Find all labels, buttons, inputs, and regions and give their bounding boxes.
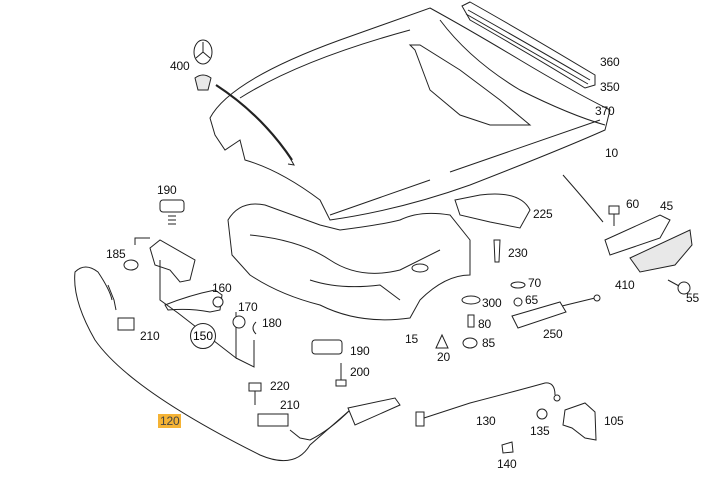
hinge-arrow (562, 174, 604, 223)
ball-stud-part[interactable] (513, 297, 523, 307)
cable-130-part[interactable] (415, 382, 561, 427)
part-label-200[interactable]: 200 (350, 365, 370, 379)
part-label-15[interactable]: 15 (405, 332, 418, 346)
hood-buffer-top-part[interactable] (159, 199, 185, 225)
part-label-130[interactable]: 130 (476, 414, 496, 428)
lock-210-lower-part[interactable] (257, 413, 289, 427)
o-ring-part[interactable] (461, 295, 481, 305)
part-label-135[interactable]: 135 (530, 424, 550, 438)
insulation-bracket-part[interactable] (454, 193, 531, 229)
washer-part[interactable] (510, 281, 526, 289)
insulation-mat-part[interactable] (227, 203, 471, 321)
part-label-120-highlighted[interactable]: 120 (158, 414, 182, 428)
emblem-arrow (215, 84, 293, 161)
clip-230-part[interactable] (493, 239, 501, 263)
spring-part[interactable] (232, 315, 246, 329)
bolt-200-part[interactable] (335, 363, 347, 387)
part-label-60[interactable]: 60 (626, 197, 639, 211)
grommet-part[interactable] (123, 259, 139, 271)
part-label-10[interactable]: 10 (605, 146, 618, 160)
release-cable-part[interactable] (74, 266, 351, 462)
retaining-clip-part[interactable] (252, 321, 257, 335)
part-label-410[interactable]: 410 (615, 278, 635, 292)
part-label-400[interactable]: 400 (170, 59, 190, 73)
part-label-210-top[interactable]: 210 (140, 329, 160, 343)
lock-210-top-part[interactable] (117, 317, 135, 331)
part-label-360[interactable]: 360 (600, 55, 620, 69)
cable-handle-part[interactable] (347, 397, 401, 426)
gas-strut-part[interactable] (511, 294, 601, 329)
air-intake-grille-part[interactable] (461, 1, 596, 89)
bolt-55-part[interactable] (667, 279, 691, 295)
release-handle-part[interactable] (149, 239, 224, 313)
part-label-160[interactable]: 160 (212, 281, 232, 295)
part-label-85[interactable]: 85 (482, 336, 495, 350)
part-label-20[interactable]: 20 (437, 350, 450, 364)
part-label-370[interactable]: 370 (595, 104, 615, 118)
expanding-clip-part[interactable] (435, 333, 449, 349)
part-label-70[interactable]: 70 (528, 276, 541, 290)
stud-part[interactable] (467, 314, 475, 328)
hood-part[interactable] (209, 7, 611, 221)
part-label-185[interactable]: 185 (106, 247, 126, 261)
star-emblem-part[interactable] (193, 39, 213, 91)
part-label-220[interactable]: 220 (270, 379, 290, 393)
part-label-80[interactable]: 80 (478, 317, 491, 331)
hood-buffer-lower-part[interactable] (311, 339, 343, 355)
cap-part[interactable] (462, 337, 478, 349)
part-label-170[interactable]: 170 (238, 300, 258, 314)
part-label-225[interactable]: 225 (533, 207, 553, 221)
part-label-55[interactable]: 55 (686, 291, 699, 305)
part-label-105[interactable]: 105 (604, 414, 624, 428)
part-label-45[interactable]: 45 (660, 199, 673, 213)
part-label-150-circled[interactable]: 150 (190, 323, 216, 349)
part-label-190-lower[interactable]: 190 (350, 344, 370, 358)
part-label-190-top[interactable]: 190 (157, 183, 177, 197)
hood-hinge-part[interactable] (604, 214, 693, 273)
part-label-350[interactable]: 350 (600, 80, 620, 94)
lock-housing-part[interactable] (562, 402, 597, 441)
circlip-part[interactable] (536, 408, 548, 420)
part-label-180[interactable]: 180 (262, 316, 282, 330)
part-label-230[interactable]: 230 (508, 246, 528, 260)
bolt-220-part[interactable] (248, 382, 262, 405)
bolt-60-part[interactable] (608, 205, 620, 226)
part-label-140[interactable]: 140 (497, 457, 517, 471)
part-label-300[interactable]: 300 (482, 296, 502, 310)
part-label-210-lower[interactable]: 210 (280, 398, 300, 412)
part-label-250[interactable]: 250 (543, 327, 563, 341)
part-label-65[interactable]: 65 (525, 293, 538, 307)
clip-140-part[interactable] (501, 441, 514, 454)
